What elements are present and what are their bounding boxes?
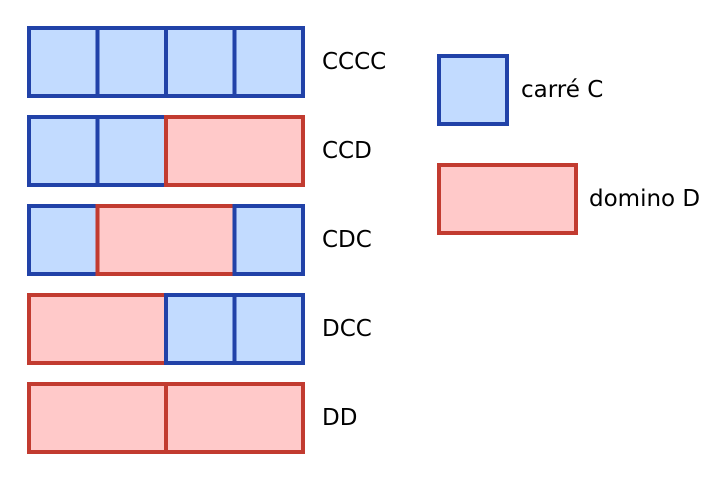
square-tile (27, 26, 100, 98)
square-tile (95, 115, 168, 187)
domino-tile (164, 382, 305, 454)
square-tile (95, 26, 168, 98)
tiling-row: DCC (27, 293, 372, 365)
tiling-row: CCD (27, 115, 372, 187)
legend-square-label: carré C (521, 77, 603, 103)
square-tile (232, 293, 305, 365)
legend: carré C domino D (437, 54, 700, 235)
square-tile (232, 204, 305, 276)
tiling-row: CCCC (27, 26, 386, 98)
tiling-label: DD (322, 405, 357, 431)
legend-square-tile (437, 54, 509, 126)
tiling-row: CDC (27, 204, 372, 276)
domino-tile (27, 293, 168, 365)
tiling-label: CCCC (322, 49, 386, 75)
domino-tile (164, 115, 305, 187)
square-tile (164, 26, 237, 98)
legend-domino-tile (437, 163, 578, 235)
square-tile (27, 115, 100, 187)
legend-domino-label: domino D (589, 186, 700, 212)
tiling-label: CCD (322, 138, 372, 164)
square-tile (232, 26, 305, 98)
domino-tile (95, 204, 237, 276)
square-tile (27, 204, 100, 276)
tiling-label: DCC (322, 316, 372, 342)
tiling-rows: CCCC CCD CDC DCC DD (27, 26, 386, 454)
tiling-row: DD (27, 382, 357, 454)
tiling-label: CDC (322, 227, 372, 253)
square-tile (164, 293, 237, 365)
domino-tile (27, 382, 168, 454)
